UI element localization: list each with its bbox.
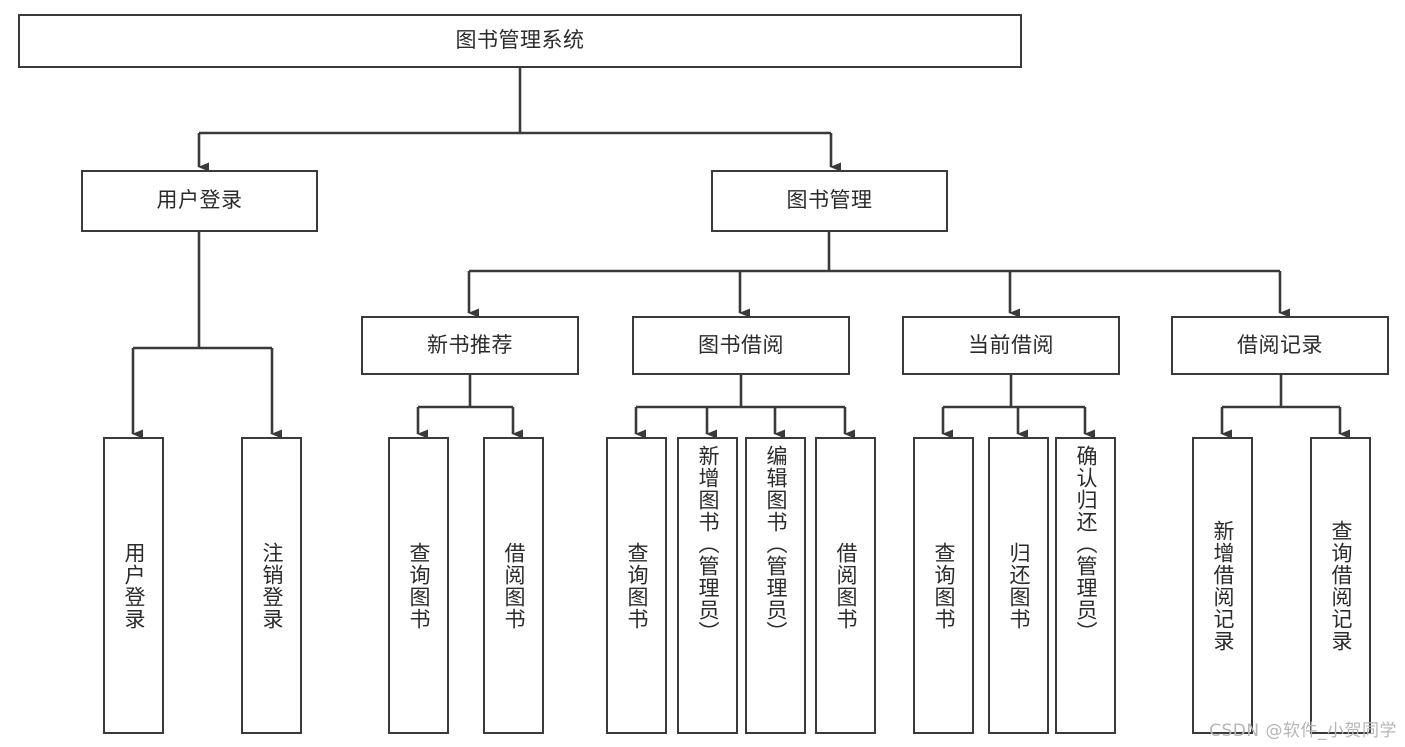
node-leaf-user-login[interactable]: 用户登录 — [103, 437, 164, 734]
node-label: 查询借阅记录 — [1328, 519, 1353, 652]
node-leaf-query-book[interactable]: 查询图书 — [606, 437, 667, 734]
node-label: 编辑图书（管理员） — [763, 445, 788, 643]
node-label: 注销登录 — [259, 541, 284, 630]
node-label: 新增借阅记录 — [1210, 519, 1235, 652]
node-leaf-return-book[interactable]: 归还图书 — [988, 437, 1049, 734]
node-book-borrow[interactable]: 图书借阅 — [632, 316, 850, 375]
node-label: 借阅图书 — [833, 541, 858, 630]
node-label: 借阅记录 — [1237, 332, 1323, 357]
node-leaf-borrow-book-recommend[interactable]: 借阅图书 — [483, 437, 544, 734]
node-leaf-logout[interactable]: 注销登录 — [241, 437, 302, 734]
node-label: 图书管理 — [786, 188, 873, 213]
node-label: 查询图书 — [931, 541, 956, 630]
node-label: 查询图书 — [406, 541, 431, 630]
node-borrow-record[interactable]: 借阅记录 — [1171, 316, 1389, 375]
node-leaf-edit-book-admin[interactable]: 编辑图书（管理员） — [745, 437, 806, 734]
node-label: 用户登录 — [156, 188, 243, 213]
node-label: 图书管理系统 — [455, 28, 585, 53]
node-leaf-query-book-current[interactable]: 查询图书 — [913, 437, 974, 734]
node-book-management-system[interactable]: 图书管理系统 — [18, 14, 1022, 68]
node-label: 查询图书 — [624, 541, 649, 630]
node-leaf-confirm-return-admin[interactable]: 确认归还（管理员） — [1055, 437, 1116, 734]
node-label: 归还图书 — [1006, 541, 1031, 630]
node-leaf-query-book-recommend[interactable]: 查询图书 — [388, 437, 449, 734]
node-current-borrow[interactable]: 当前借阅 — [902, 316, 1120, 375]
node-leaf-add-borrow-record[interactable]: 新增借阅记录 — [1192, 437, 1253, 734]
node-label: 用户登录 — [121, 541, 146, 630]
node-label: 当前借阅 — [968, 332, 1054, 357]
node-label: 借阅图书 — [501, 541, 526, 630]
node-label: 新增图书（管理员） — [695, 445, 720, 643]
node-user-login[interactable]: 用户登录 — [81, 170, 318, 232]
node-label: 图书借阅 — [698, 332, 784, 357]
node-leaf-add-book-admin[interactable]: 新增图书（管理员） — [677, 437, 738, 734]
node-leaf-query-borrow-record[interactable]: 查询借阅记录 — [1310, 437, 1371, 734]
node-new-book-recommend[interactable]: 新书推荐 — [361, 316, 579, 375]
node-label: 新书推荐 — [427, 332, 513, 357]
node-book-management[interactable]: 图书管理 — [711, 170, 948, 232]
node-leaf-borrow-book[interactable]: 借阅图书 — [815, 437, 876, 734]
node-label: 确认归还（管理员） — [1073, 445, 1098, 643]
